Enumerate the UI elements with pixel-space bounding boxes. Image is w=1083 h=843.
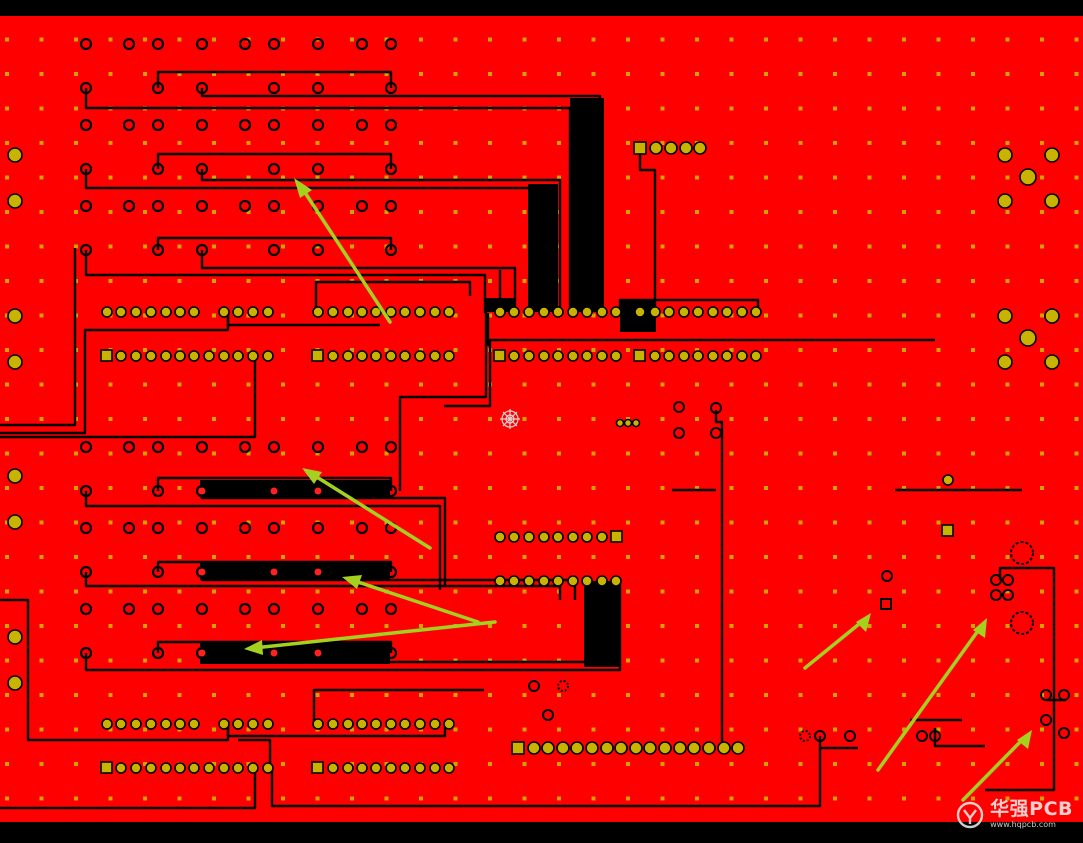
header-row-c — [101, 718, 455, 730]
ic-row-lower — [494, 575, 622, 587]
annotation-arrow-icon — [294, 178, 392, 324]
header-row-b — [100, 349, 762, 362]
origin-crosshair-icon[interactable] — [500, 409, 520, 429]
ring-row-2 — [79, 118, 398, 132]
annotation-arrows — [244, 178, 1032, 802]
stitching-vias — [0, 16, 1083, 822]
annotation-arrow-icon — [961, 730, 1032, 802]
pad-headers — [7, 141, 1060, 774]
misc-right-pads — [941, 474, 954, 537]
top-border — [0, 0, 1083, 16]
trace-bundles — [200, 98, 656, 667]
ring-row-4 — [79, 440, 398, 454]
annotation-arrow-icon — [803, 613, 871, 670]
misc-rings — [528, 401, 1070, 742]
header-row-d — [100, 761, 455, 774]
ring-row-1 — [79, 37, 398, 51]
small-part — [615, 418, 641, 428]
edge-pads-right — [997, 147, 1060, 370]
annotation-arrow-icon — [342, 575, 480, 624]
long-header-bottom — [511, 741, 745, 755]
annotation-arrow-icon — [876, 618, 987, 772]
bottom-border — [0, 822, 1083, 843]
annotation-arrow-icon — [302, 468, 432, 550]
bundle-vias — [198, 487, 322, 657]
header-row-a — [101, 306, 762, 318]
ring-row-5 — [79, 521, 398, 535]
ic-row-upper — [494, 530, 623, 543]
small-header-top — [633, 141, 707, 155]
ring-row-3 — [79, 199, 398, 213]
ring-row-6 — [79, 602, 398, 616]
edge-pads-left — [7, 147, 23, 691]
annotation-arrow-icon — [244, 620, 497, 655]
